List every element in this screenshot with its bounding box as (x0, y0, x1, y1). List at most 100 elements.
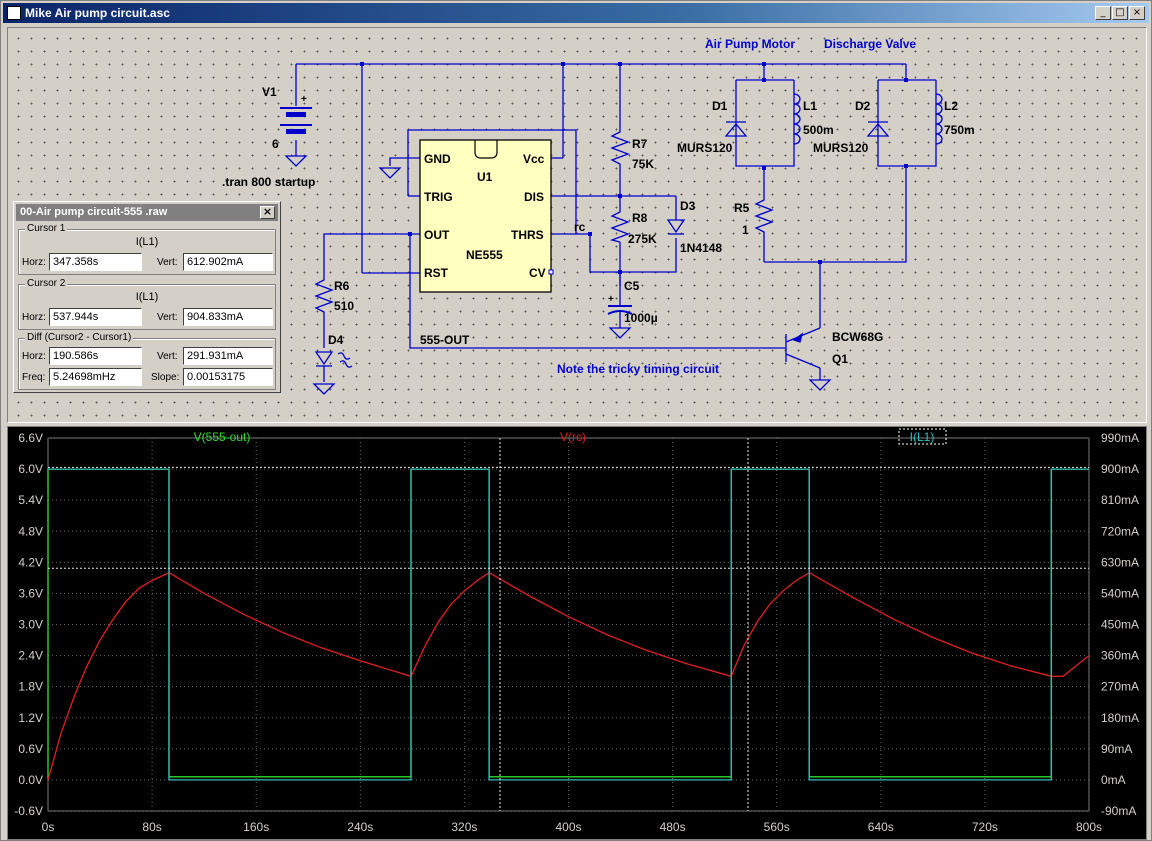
net-555-out-label: 555-OUT (420, 333, 470, 347)
right-tick-label: 540mA (1101, 586, 1139, 600)
cursor2-horz-field[interactable]: 537.944s (49, 308, 142, 326)
left-tick-label: 5.4V (18, 493, 43, 507)
legend-il1[interactable]: I(L1) (910, 430, 935, 444)
x-tick-label: 480s (660, 820, 686, 834)
maximize-button[interactable]: □ (1112, 6, 1128, 20)
left-tick-label: 1.2V (18, 711, 43, 725)
pin-gnd-label: GND (424, 152, 451, 166)
right-tick-label: 180mA (1101, 711, 1139, 725)
right-tick-label: 270mA (1101, 680, 1139, 694)
left-tick-label: 6.6V (18, 431, 43, 445)
right-tick-label: 360mA (1101, 649, 1139, 663)
right-axis-ticks: -90mA0mA90mA180mA270mA360mA450mA540mA630… (1101, 431, 1139, 818)
x-tick-label: 560s (764, 820, 790, 834)
inductor-l1-symbol[interactable] (793, 93, 801, 145)
air-pump-motor-label[interactable]: Air Pump Motor (705, 37, 795, 51)
v1-plus: + (301, 94, 307, 105)
right-tick-label: 990mA (1101, 431, 1139, 445)
left-tick-label: -0.6V (14, 804, 43, 818)
cursor-panel-titlebar[interactable]: 00-Air pump circuit-555 .raw × (16, 204, 278, 221)
r7-ref: R7 (632, 137, 648, 151)
right-tick-label: 0mA (1101, 773, 1126, 787)
cursor2-group: Cursor 2 I(L1) Horz: 537.944s Vert: 904.… (18, 278, 276, 330)
resistor-r7-symbol[interactable] (610, 128, 630, 166)
diff-group: Diff (Cursor2 - Cursor1) Horz: 190.586s … (18, 332, 276, 390)
x-tick-label: 800s (1076, 820, 1102, 834)
tran-directive[interactable]: .tran 800 startup (222, 175, 315, 189)
q1-value: BCW68G (832, 330, 883, 344)
r5-ref: R5 (734, 201, 750, 215)
r5-value: 1 (742, 223, 749, 237)
left-tick-label: 0.6V (18, 742, 43, 756)
pin-cv-label: CV (529, 266, 546, 280)
diode-d2-symbol[interactable] (866, 121, 890, 137)
l1-ref: L1 (803, 99, 817, 113)
il1-trace (48, 468, 1089, 781)
diode-d3-symbol[interactable] (666, 219, 686, 235)
right-tick-label: -90mA (1101, 804, 1136, 818)
u1-model: NE555 (466, 248, 503, 262)
schematic-canvas[interactable]: V1 + 6 .tran 800 startup GND Vcc TRIG DI… (8, 28, 1146, 422)
cursor2-legend: Cursor 2 (25, 278, 68, 289)
diff-horz-field[interactable]: 190.586s (49, 347, 142, 365)
legend-vrc[interactable]: V(rc) (560, 430, 586, 444)
u1-ref: U1 (477, 170, 493, 184)
cursor-readout-panel[interactable]: 00-Air pump circuit-555 .raw × Cursor 1 … (13, 201, 281, 393)
resistor-r5-symbol[interactable] (754, 196, 774, 238)
diode-d1-symbol[interactable] (724, 121, 748, 137)
battery-v1-symbol[interactable] (280, 107, 312, 167)
schematic-app-icon (7, 6, 21, 20)
d2-ref: D2 (855, 99, 871, 113)
plot-cursors[interactable] (48, 438, 1089, 811)
inductor-l2-symbol[interactable] (935, 93, 943, 145)
capacitor-c5-symbol[interactable] (607, 305, 633, 339)
x-tick-label: 400s (555, 820, 581, 834)
cursor-panel-close-button[interactable]: × (260, 206, 275, 219)
diff-slope-field[interactable]: 0.00153175 (183, 368, 273, 386)
legend-v555-out[interactable]: V(555-out) (194, 430, 251, 444)
l2-value: 750m (944, 123, 975, 137)
cursor2-trace: I(L1) (135, 291, 159, 303)
r8-value: 275K (628, 232, 657, 246)
legend-il1-selection (898, 428, 947, 445)
left-tick-label: 1.8V (18, 680, 43, 694)
v1-ref: V1 (262, 85, 277, 99)
cursor1-horz-field[interactable]: 347.358s (49, 253, 142, 271)
d3-ref: D3 (680, 199, 696, 213)
discharge-valve-label[interactable]: Discharge Valve (824, 37, 916, 51)
tricky-timing-note[interactable]: Note the tricky timing circuit (557, 362, 719, 376)
plot-traces (47, 468, 1090, 781)
led-d4-symbol[interactable] (312, 351, 353, 395)
ground-symbol (378, 167, 402, 179)
minimize-button[interactable]: _ (1095, 6, 1111, 20)
waveform-plot[interactable]: -0.6V0.0V0.6V1.2V1.8V2.4V3.0V3.6V4.2V4.8… (8, 427, 1146, 839)
left-tick-label: 3.6V (18, 586, 43, 600)
window-title: Mike Air pump circuit.asc (25, 6, 170, 20)
resistor-r6-symbol[interactable] (314, 276, 334, 318)
schematic-pane[interactable]: V1 + 6 .tran 800 startup GND Vcc TRIG DI… (7, 27, 1147, 423)
ne555-chip[interactable] (419, 139, 554, 293)
close-button[interactable]: × (1129, 6, 1145, 20)
c5-ref: C5 (624, 279, 640, 293)
d3-value: 1N4148 (680, 241, 722, 255)
title-bar[interactable]: Mike Air pump circuit.asc _ □ × (3, 3, 1149, 23)
diff-legend: Diff (Cursor2 - Cursor1) (25, 332, 134, 343)
diff-freq-field[interactable]: 5.24698mHz (49, 368, 142, 386)
cursor2-vert-field[interactable]: 904.833mA (183, 308, 273, 326)
right-tick-label: 630mA (1101, 555, 1139, 569)
right-tick-label: 900mA (1101, 462, 1139, 476)
diff-vert-field[interactable]: 291.931mA (183, 347, 273, 365)
d1-value: MURS120 (677, 141, 733, 155)
x-tick-label: 0s (42, 820, 55, 834)
transistor-q1-symbol[interactable] (785, 327, 832, 391)
diff-slope-label: Slope: (151, 372, 180, 383)
resistor-r8-symbol[interactable] (609, 208, 630, 243)
right-tick-label: 810mA (1101, 493, 1139, 507)
trace-legend[interactable]: V(555-out) V(rc) I(L1) (194, 428, 947, 445)
cursor1-legend: Cursor 1 (25, 223, 68, 234)
cursor1-vert-field[interactable]: 612.902mA (183, 253, 273, 271)
pin-rst-label: RST (424, 266, 449, 280)
